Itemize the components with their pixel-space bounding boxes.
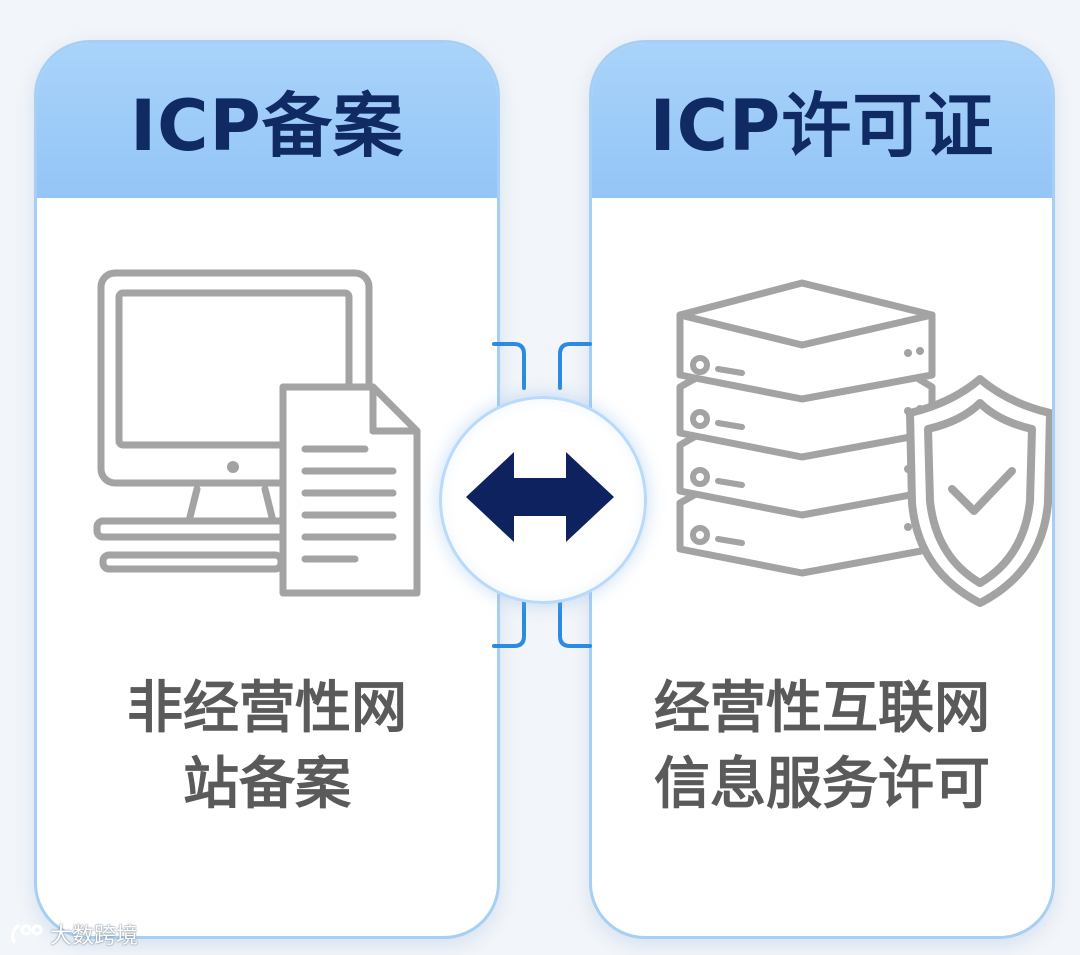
watermark: 大数跨境 xyxy=(8,918,138,950)
card-connector xyxy=(492,342,592,648)
icp-filing-card: ICP备案 非经营性网 站备案 xyxy=(34,40,500,939)
double-arrow-icon xyxy=(466,452,614,542)
icp-license-title: ICP许可证 xyxy=(649,85,995,167)
icp-filing-description-line-1: 非经营性网 xyxy=(127,676,407,741)
watermark-logo-icon xyxy=(11,924,43,944)
server-shield-icon xyxy=(676,279,1052,607)
icp-filing-description-line-2: 站备案 xyxy=(183,752,351,817)
watermark-text: 大数跨境 xyxy=(50,924,139,949)
icp-license-description-line-1: 经营性互联网 xyxy=(654,676,990,741)
icp-license-description-line-2: 信息服务许可 xyxy=(654,752,990,817)
exchange-badge xyxy=(439,396,647,604)
icp-license-description: 经营性互联网 信息服务许可 xyxy=(592,671,1052,823)
computer-document-icon xyxy=(93,269,421,597)
icp-license-header: ICP许可证 xyxy=(592,43,1052,198)
icp-filing-title: ICP备案 xyxy=(130,85,404,167)
icp-license-card: ICP许可证 xyxy=(589,40,1055,939)
icp-filing-header: ICP备案 xyxy=(37,43,497,198)
icp-filing-description: 非经营性网 站备案 xyxy=(37,671,497,823)
